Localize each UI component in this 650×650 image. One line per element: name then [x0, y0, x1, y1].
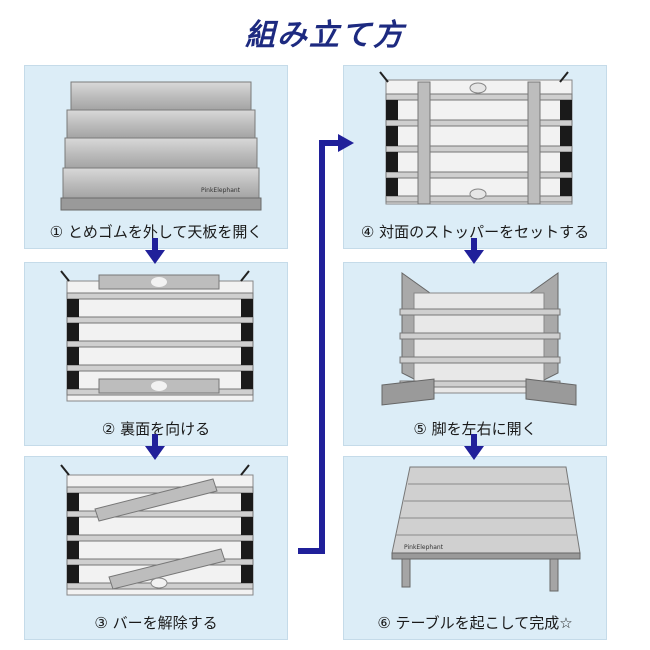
arrow-step3-to-step4	[298, 134, 354, 554]
step-3-release-bars	[60, 464, 254, 596]
arrow-step4-to-step5	[464, 238, 484, 264]
brand-logo: PinkElephant	[201, 187, 241, 194]
arrow-step5-to-step6	[464, 434, 484, 460]
step-5-caption: ⑤ 脚を左右に開く	[413, 420, 537, 438]
step-3-panel: ③ バーを解除する	[24, 456, 288, 640]
step-4-panel: ④ 対面のストッパーをセットする	[343, 65, 607, 249]
step-6-panel: PinkElephant ⑥ テーブルを起こして完成☆	[343, 456, 607, 640]
step-4-caption: ④ 対面のストッパーをセットする	[360, 223, 590, 241]
step-2-caption: ② 裏面を向ける	[101, 420, 211, 438]
step-1-caption: ① とめゴムを外して天板を開く	[49, 223, 263, 241]
step-2-panel: ② 裏面を向ける	[24, 262, 288, 446]
arrow-step1-to-step2	[145, 238, 165, 264]
step-4-set-stoppers	[379, 71, 573, 205]
page-title: 組み立て方	[245, 18, 405, 53]
step-1-panel: PinkElephant ① とめゴムを外して天板を開く	[24, 65, 288, 249]
step-2-underside	[60, 270, 254, 402]
step-5-panel: ⑤ 脚を左右に開く	[343, 262, 607, 446]
step-6-caption: ⑥ テーブルを起こして完成☆	[377, 614, 573, 632]
arrow-step2-to-step3	[145, 434, 165, 460]
step-6-assembled-table: PinkElephant	[391, 466, 581, 592]
brand-logo-table: PinkElephant	[404, 544, 444, 551]
step-3-caption: ③ バーを解除する	[94, 614, 218, 632]
step-5-open-legs	[381, 272, 577, 406]
step-1-folded-table-top: PinkElephant	[60, 81, 262, 211]
